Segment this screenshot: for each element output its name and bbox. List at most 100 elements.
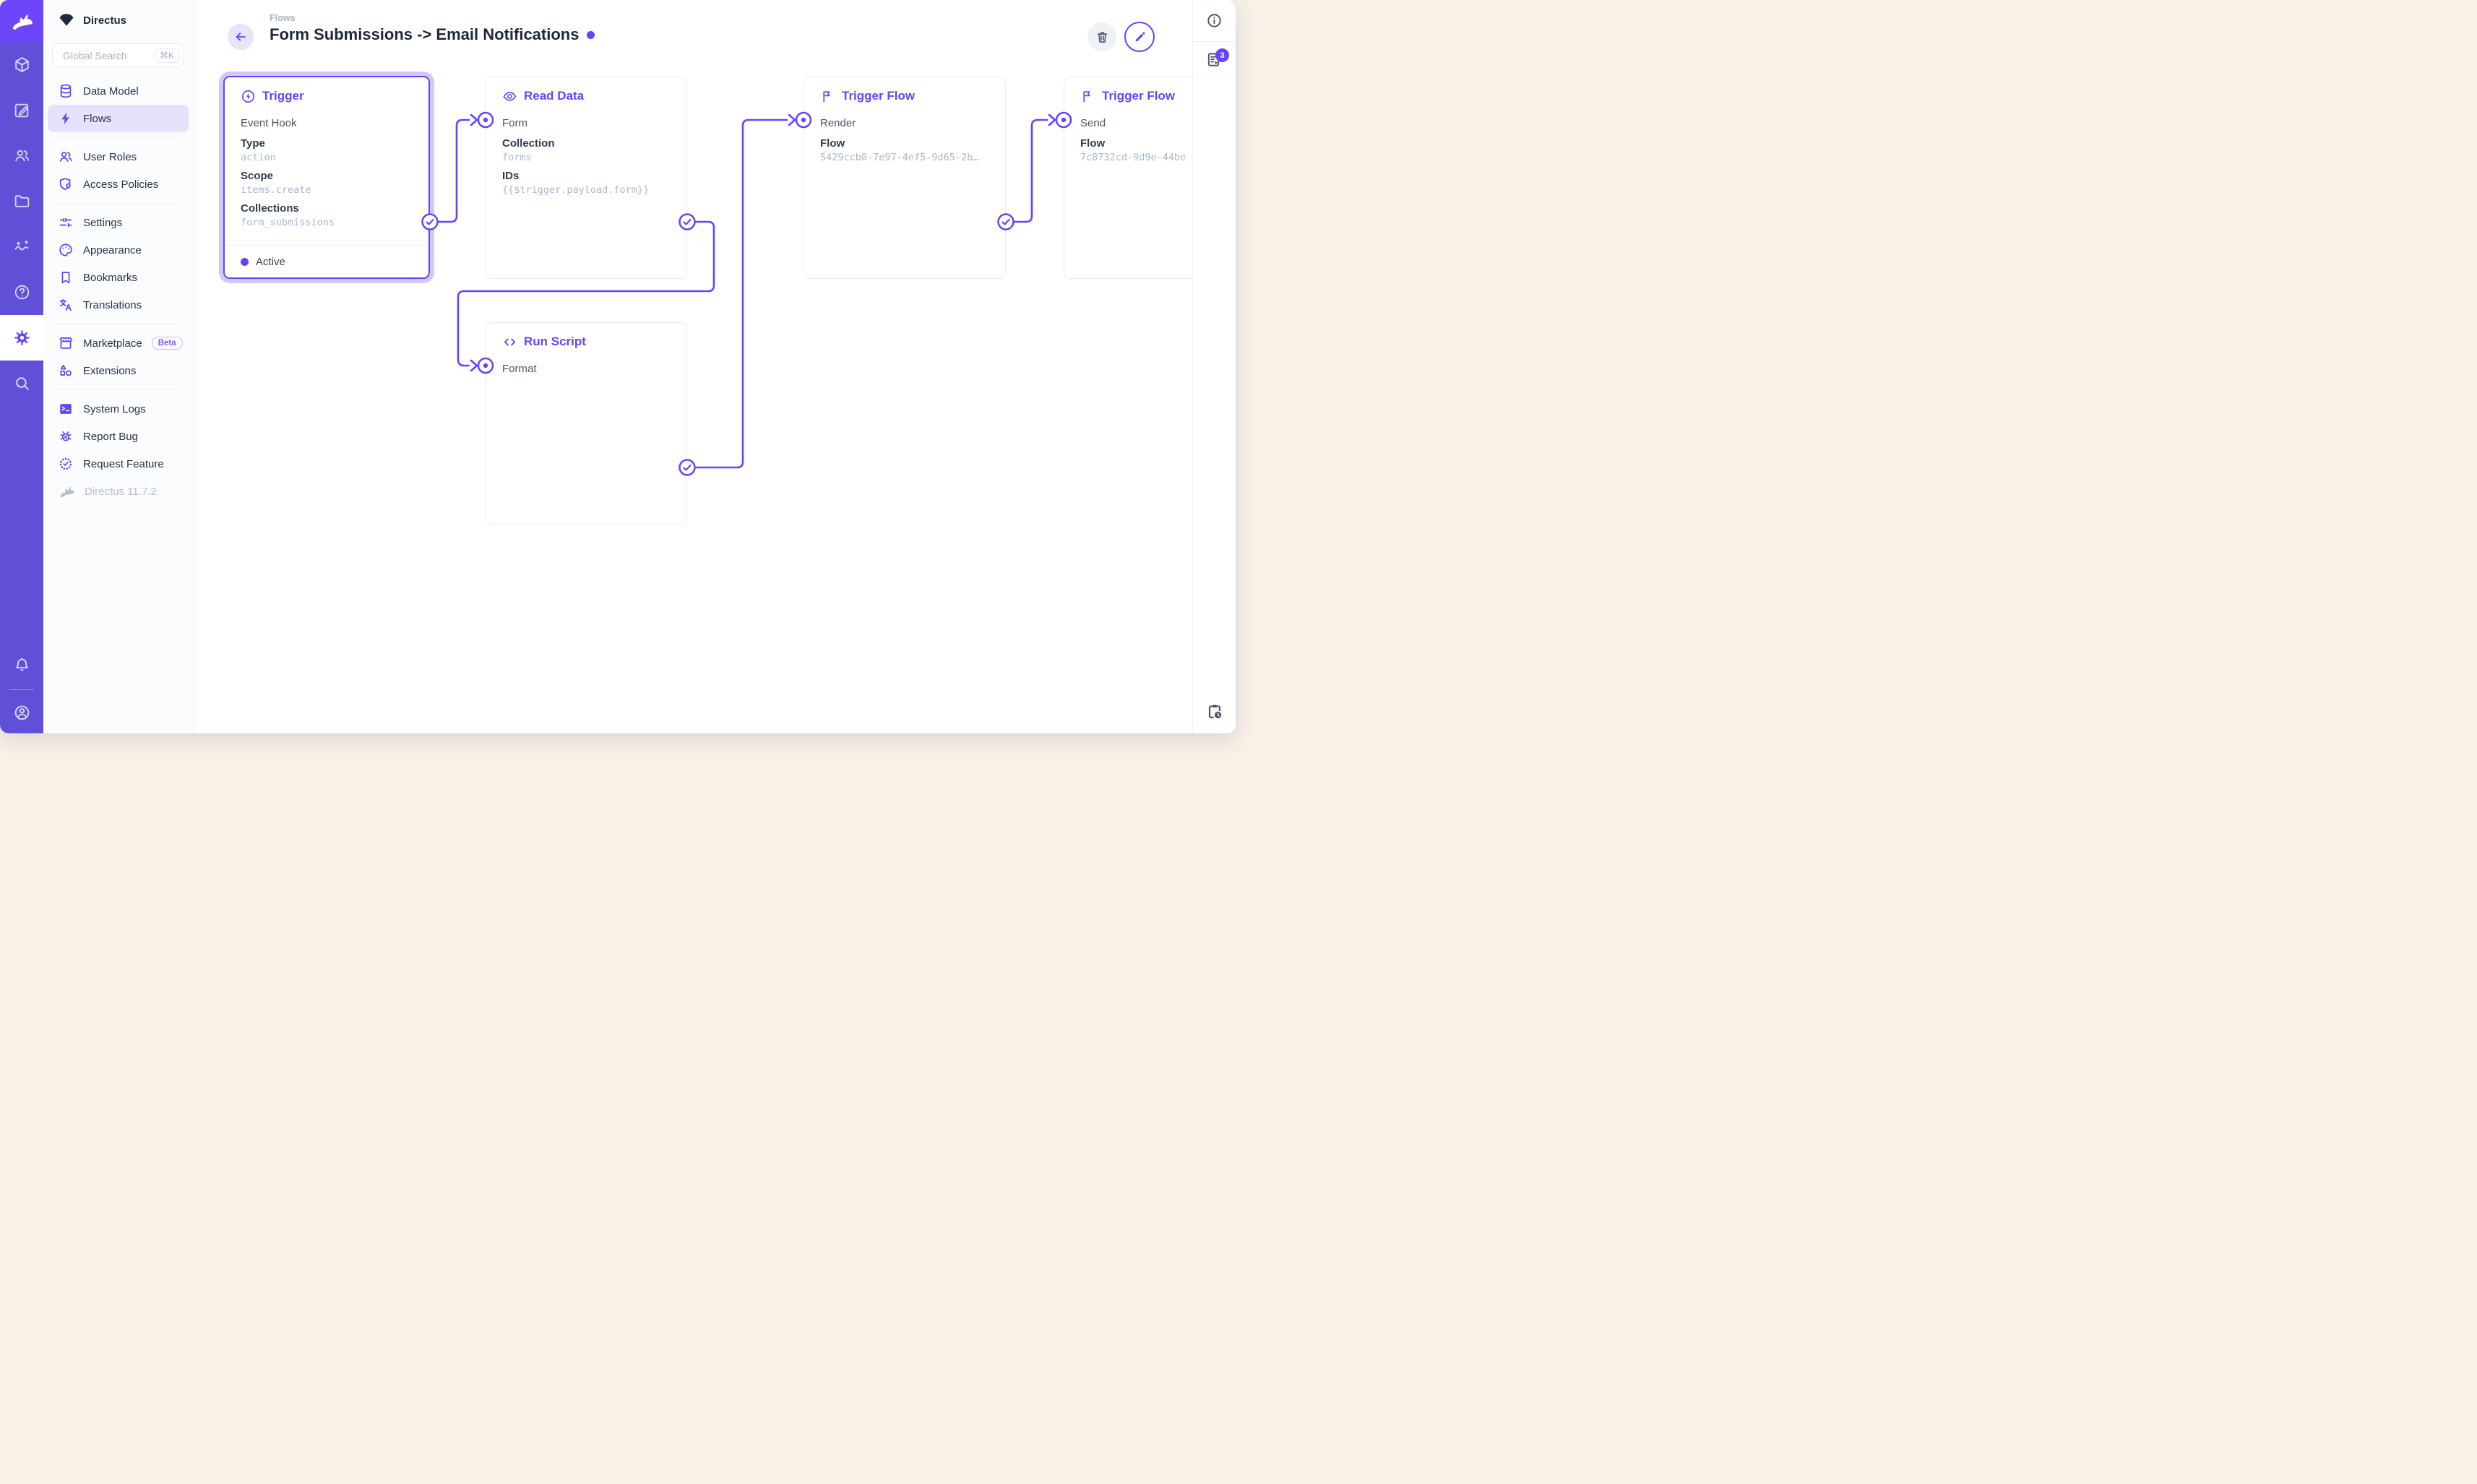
user-menu-button[interactable] [0, 691, 43, 733]
field-key: Scope [241, 170, 274, 182]
bug-icon [60, 431, 72, 441]
sidebar-item-label: Translations [83, 298, 142, 311]
search-shortcut-kbd: ⌘K [154, 48, 179, 63]
arrow-left-icon [236, 33, 246, 41]
version-row: Directus 11.7.2 [48, 478, 189, 505]
users-module-button[interactable] [0, 133, 43, 178]
pencil-icon [1134, 32, 1145, 42]
files-module-button[interactable] [0, 178, 43, 224]
insights-module-icon [14, 240, 29, 251]
sidebar-item-request-feature[interactable]: Request Feature [48, 450, 189, 478]
node-title: Trigger Flow [842, 89, 916, 103]
sidebar-item-label: System Logs [83, 402, 146, 415]
sidebar-item-label: Appearance [83, 243, 142, 256]
flag-icon [823, 90, 830, 102]
node-input-label: Form [502, 116, 527, 129]
node-title: Trigger Flow [1102, 89, 1176, 103]
node-header: Trigger [241, 87, 413, 105]
beta-badge: Beta [151, 337, 183, 350]
nav-divider [55, 203, 181, 204]
sidebar-item-bookmarks[interactable]: Bookmarks [48, 264, 189, 291]
shapes-icon [60, 364, 72, 376]
sidebar-item-extensions[interactable]: Extensions [48, 357, 189, 384]
node-input-label: Send [1080, 116, 1106, 129]
status-label: Active [256, 255, 285, 268]
node-header: Read Data [502, 87, 671, 105]
sidebar-item-data-model[interactable]: Data Model [48, 77, 189, 105]
sidebar-item-translations[interactable]: Translations [48, 291, 189, 319]
module-bar-divider [9, 689, 34, 690]
palette-icon [59, 243, 72, 256]
sidebar-item-label: Flows [83, 112, 112, 125]
insights-module-button[interactable] [0, 224, 43, 269]
right-sidebar: 3 [1192, 0, 1236, 733]
sidebar-item-marketplace[interactable]: Marketplace Beta [48, 329, 189, 357]
field-value: 7c8732cd-9d9e-44be [1080, 152, 1186, 163]
sidebar-item-access-policies[interactable]: Access Policies [48, 171, 189, 198]
field-value: {{$trigger.payload.form}} [502, 184, 650, 196]
node-header: Trigger Flow [1080, 87, 1192, 105]
logs-sidebar-button[interactable]: 3 [1193, 42, 1236, 77]
visual-editor-module-icon [14, 103, 28, 118]
trigger-bolt-icon [241, 90, 255, 103]
info-icon [1207, 14, 1221, 27]
status-dot [241, 257, 249, 266]
sidebar-item-flows[interactable]: Flows [48, 105, 189, 132]
sidebar-item-label: Data Model [83, 85, 139, 98]
docs-module-button[interactable] [0, 269, 43, 315]
field-key: Flow [1080, 137, 1106, 150]
sidebar-item-system-logs[interactable]: System Logs [48, 395, 189, 423]
field-key: Collections [241, 202, 299, 215]
shield-user-icon [59, 178, 71, 190]
users-module-icon [14, 150, 29, 162]
sidebar-item-appearance[interactable]: Appearance [48, 236, 189, 264]
search-module-button[interactable] [0, 361, 43, 406]
app-window: Directus Global Search ⌘K Data Model Flo… [0, 0, 1236, 733]
global-search-input[interactable]: Global Search ⌘K [52, 43, 184, 67]
sidebar-item-label: Extensions [83, 364, 137, 377]
nav-divider [55, 137, 181, 138]
bell-icon [15, 657, 28, 671]
sidebar-item-label: Report Bug [83, 430, 138, 443]
sidebar-item-settings[interactable]: Settings [48, 209, 189, 236]
flow-node-trigger-flow-send[interactable]: Trigger Flow Send Flow 7c8732cd-9d9e-44b… [1064, 77, 1192, 279]
sidebar-item-report-bug[interactable]: Report Bug [48, 423, 189, 450]
project-name: Directus [83, 14, 127, 27]
info-sidebar-button[interactable] [1193, 0, 1236, 41]
notifications-button[interactable] [0, 642, 43, 688]
sidebar-item-user-roles[interactable]: User Roles [48, 143, 189, 171]
node-header: Run Script [502, 333, 671, 350]
project-fan-icon [59, 14, 74, 26]
content-module-button[interactable] [0, 42, 43, 87]
flow-node-trigger[interactable]: Trigger Event Hook Type action Scope ite… [223, 76, 430, 279]
database-icon [60, 84, 72, 98]
flow-node-trigger-flow-render[interactable]: Trigger Flow Render Flow 5429ccb0-7e97-4… [804, 77, 1006, 279]
field-key: Type [241, 137, 265, 150]
eye-icon [503, 91, 517, 101]
visual-editor-module-button[interactable] [0, 87, 43, 133]
delete-flow-button[interactable] [1087, 22, 1116, 51]
node-title: Trigger [262, 89, 304, 103]
flow-node-read-data[interactable]: Read Data Form Collection forms IDs {{$t… [486, 77, 687, 279]
field-value: 5429ccb0-7e97-4ef5-9d65-2b… [820, 152, 979, 163]
flow-canvas-area: Flows Form Submissions -> Email Notifica… [194, 0, 1192, 733]
content-module-icon [14, 57, 29, 72]
back-button[interactable] [228, 24, 254, 50]
directus-logo-tile[interactable] [0, 0, 43, 42]
version-label: Directus 11.7.2 [85, 485, 157, 498]
sidebar-divider [1193, 41, 1236, 42]
flow-node-run-script[interactable]: Run Script Format [486, 322, 687, 525]
settings-module-button[interactable] [0, 315, 43, 361]
field-key: Collection [502, 137, 555, 150]
edit-flow-button[interactable] [1124, 22, 1155, 52]
nav-divider [55, 389, 181, 390]
field-value: form_submissions [241, 217, 335, 228]
node-header: Trigger Flow [820, 87, 989, 105]
node-title: Run Script [524, 335, 586, 348]
breadcrumb[interactable]: Flows [270, 13, 296, 23]
settings-module-icon [14, 330, 30, 345]
rabbit-version-icon [60, 486, 74, 498]
project-header[interactable]: Directus [43, 0, 193, 40]
pending-revisions-button[interactable] [1193, 690, 1236, 733]
unsaved-dot [587, 30, 595, 39]
